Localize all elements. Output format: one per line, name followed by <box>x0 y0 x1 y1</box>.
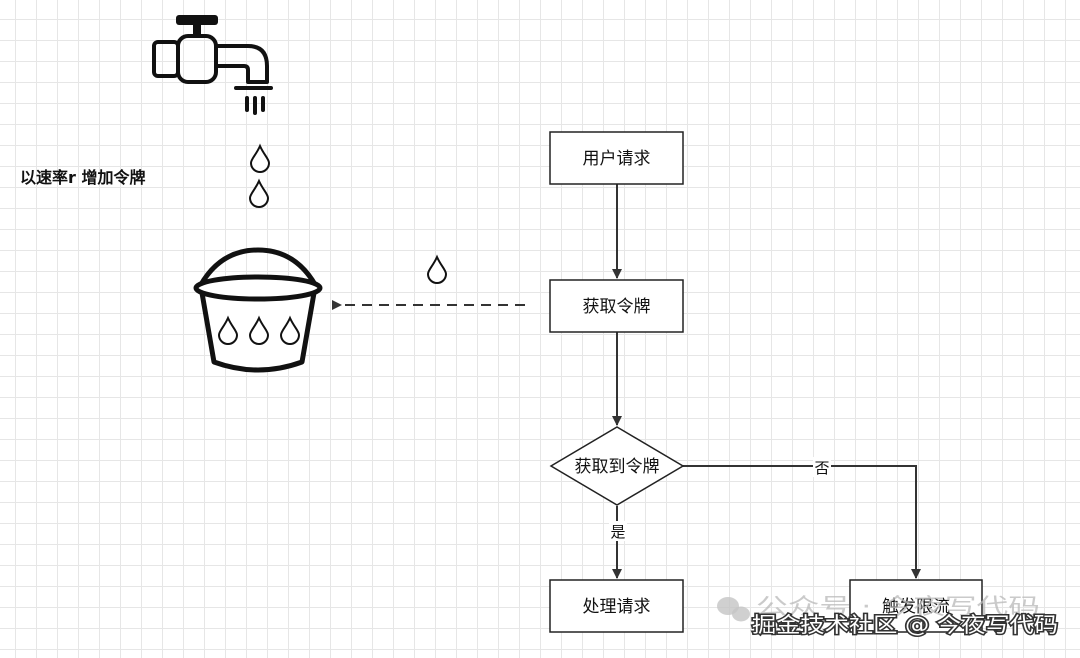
edge-decision-no <box>683 465 921 579</box>
rate-label: 以速率r 增加令牌 <box>20 168 145 187</box>
water-drop-icon <box>248 315 270 345</box>
water-drop-icon <box>279 315 301 345</box>
node-user-request-label: 用户请求 <box>583 149 651 169</box>
water-drop-icon <box>249 143 271 173</box>
node-process-request: 处理请求 <box>549 579 684 633</box>
node-decision-label: 获取到令牌 <box>575 457 660 477</box>
water-drop-icon <box>426 254 448 284</box>
watermark-main: 掘金技术社区 @ 今夜写代码 <box>752 613 1058 637</box>
watermark-faint: 公众号 · 今夜写代码 <box>756 595 1040 620</box>
edge-label-yes: 是 <box>610 523 625 541</box>
node-trigger-limit-label: 触发限流 <box>882 597 950 617</box>
bucket-icon <box>193 247 323 373</box>
node-process-request-label: 处理请求 <box>583 597 651 617</box>
water-drop-icon <box>217 315 239 345</box>
faucet-icon <box>152 15 273 115</box>
node-decision: 获取到令牌 <box>549 426 685 506</box>
node-trigger-limit: 触发限流 <box>849 579 983 633</box>
node-get-token: 获取令牌 <box>549 279 684 333</box>
wechat-icon <box>717 597 750 622</box>
node-get-token-label: 获取令牌 <box>583 297 651 317</box>
water-drop-icon <box>248 178 270 208</box>
edge-label-no: 否 <box>814 459 829 477</box>
node-user-request: 用户请求 <box>549 131 684 185</box>
